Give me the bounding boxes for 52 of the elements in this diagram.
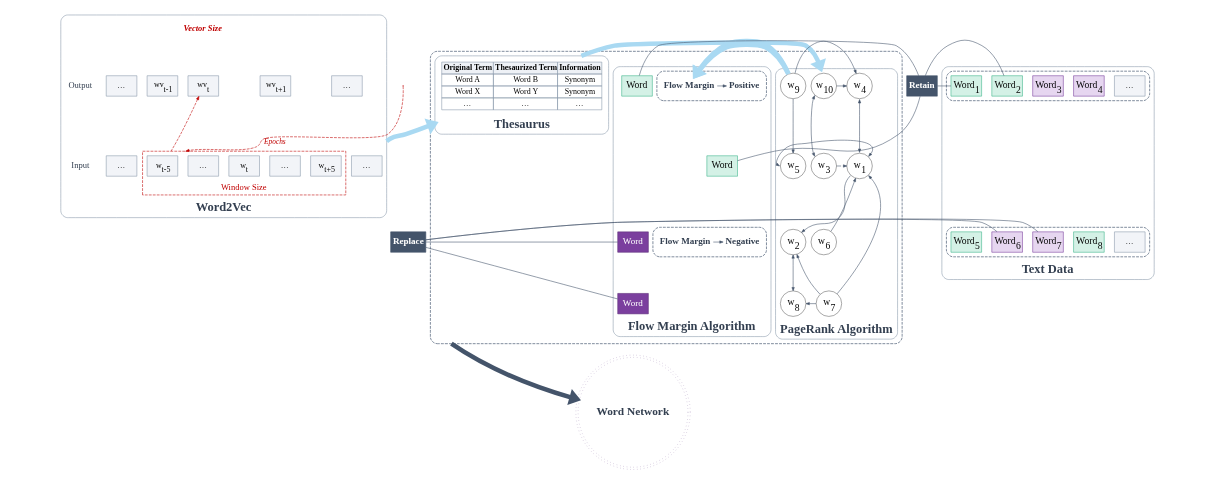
label: Output bbox=[67, 79, 92, 90]
node-box: … bbox=[105, 155, 137, 177]
arrow bbox=[857, 99, 861, 153]
node-box: … bbox=[187, 155, 219, 177]
node-box: … bbox=[1113, 231, 1145, 253]
arrow bbox=[835, 164, 847, 168]
arrow bbox=[170, 96, 199, 152]
node-text: Flow Margin bbox=[659, 235, 710, 246]
arrow bbox=[810, 95, 815, 157]
arrow bbox=[796, 254, 820, 295]
connector bbox=[425, 241, 618, 243]
arrow bbox=[384, 118, 439, 143]
arrow bbox=[791, 98, 795, 154]
node-box: … bbox=[268, 155, 301, 177]
arrow bbox=[791, 254, 795, 292]
node-box: … bbox=[350, 155, 382, 177]
arrow bbox=[800, 175, 851, 233]
arrow bbox=[830, 177, 856, 232]
node-box: Word bbox=[616, 293, 649, 315]
arrow bbox=[805, 302, 816, 306]
node-text: Positive bbox=[728, 79, 759, 90]
node-box: … bbox=[105, 75, 137, 97]
arrow bbox=[716, 84, 727, 88]
node-box: … bbox=[1113, 75, 1145, 97]
label: Vector Size bbox=[182, 23, 222, 34]
connector bbox=[736, 96, 920, 161]
arrow bbox=[449, 341, 581, 406]
connector bbox=[638, 40, 919, 76]
arrow bbox=[184, 86, 403, 152]
cluster bbox=[945, 227, 1150, 258]
cluster bbox=[656, 70, 767, 101]
arrow bbox=[712, 240, 723, 244]
node-box: … bbox=[330, 75, 363, 97]
cluster bbox=[429, 51, 902, 344]
cluster bbox=[945, 70, 1150, 101]
node-text: Flow Margin bbox=[663, 79, 714, 90]
arrow bbox=[580, 40, 826, 73]
node-text: Negative bbox=[725, 235, 759, 246]
arrow bbox=[794, 40, 856, 74]
arrow bbox=[836, 175, 881, 295]
node-box: Word bbox=[616, 231, 649, 253]
connector bbox=[936, 85, 951, 87]
connector bbox=[924, 39, 1004, 76]
node-box: Word bbox=[706, 155, 738, 177]
node-box: Word bbox=[620, 75, 653, 97]
label: Input bbox=[70, 159, 89, 170]
arrow bbox=[775, 139, 873, 167]
node-box: Retain bbox=[905, 75, 938, 97]
node-box: Replace bbox=[389, 231, 426, 253]
connector bbox=[425, 247, 618, 300]
cluster bbox=[652, 227, 767, 258]
arrow bbox=[835, 84, 847, 88]
